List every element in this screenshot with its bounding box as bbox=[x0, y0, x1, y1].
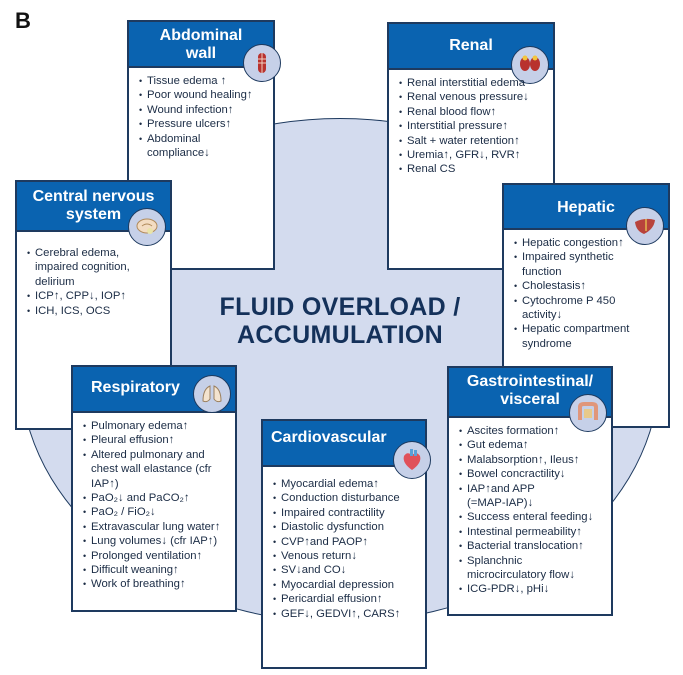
list-item: Gut edema↑ bbox=[459, 438, 605, 453]
box-header: Hepatic bbox=[504, 185, 668, 245]
item-list: Pulmonary edema↑ Pleural effusion↑ Alter… bbox=[73, 413, 235, 598]
list-item: Cholestasis↑ bbox=[514, 279, 662, 294]
box-gastrointestinal: Gastrointestinal/ visceral Ascites forma… bbox=[447, 366, 613, 616]
list-item: Tissue edema ↑ bbox=[139, 74, 267, 89]
list-item: CVP↑and PAOP↑ bbox=[273, 535, 419, 550]
list-item: Myocardial depression bbox=[273, 578, 419, 593]
item-list: Hepatic congestion↑ Impaired synthetic f… bbox=[504, 230, 668, 357]
panel-label: B bbox=[15, 8, 31, 33]
box-header: Respiratory bbox=[73, 367, 235, 413]
item-list: Myocardial edema↑ Conduction disturbance… bbox=[263, 467, 425, 627]
list-item: Uremia↑, GFR↓, RVR↑ bbox=[399, 148, 547, 163]
box-header: Abdominal wall bbox=[129, 22, 281, 82]
item-list: Ascites formation↑ Gut edema↑ Malabsorpt… bbox=[449, 418, 611, 603]
list-item: Venous return↓ bbox=[273, 549, 419, 564]
box-header: Renal bbox=[389, 24, 553, 84]
center-title-line1: FLUID OVERLOAD / bbox=[219, 293, 461, 321]
list-item: Pleural effusion↑ bbox=[83, 433, 229, 448]
lungs-icon bbox=[193, 375, 231, 413]
box-title: Gastrointestinal/ bbox=[466, 373, 594, 390]
box-header: Central nervous system bbox=[17, 182, 170, 246]
box-title: Renal bbox=[449, 37, 493, 54]
list-item: ICP↑, CPP↓, IOP↑ bbox=[27, 289, 164, 304]
center-title: FLUID OVERLOAD / ACCUMULATION bbox=[190, 293, 490, 349]
list-item: Bowel concractility↓ bbox=[459, 467, 605, 482]
list-item: Hepatic congestion↑ bbox=[514, 236, 662, 251]
list-item: Renal blood flow↑ bbox=[399, 105, 547, 120]
list-item: Renal CS bbox=[399, 162, 547, 177]
list-item: Diastolic dysfunction bbox=[273, 520, 419, 535]
list-item: Wound infection↑ bbox=[139, 103, 267, 118]
list-item: PaO₂ / FiO₂↓ bbox=[83, 505, 229, 520]
list-item: Abdominal compliance↓ bbox=[139, 132, 232, 161]
list-item: IAP↑and APP (=MAP-IAP)↓ bbox=[459, 482, 567, 511]
box-title-2: visceral bbox=[500, 391, 560, 408]
box-header: Gastrointestinal/ visceral bbox=[449, 368, 611, 432]
box-title: Hepatic bbox=[557, 199, 615, 216]
list-item: Ascites formation↑ bbox=[459, 424, 605, 439]
list-item: Pericardial effusion↑ bbox=[273, 592, 419, 607]
list-item: Conduction disturbance bbox=[273, 491, 419, 506]
list-item: Altered pulmonary and chest wall elastan… bbox=[83, 448, 221, 491]
box-respiratory: Respiratory Pulmonary edema↑ Pleural eff… bbox=[71, 365, 237, 612]
list-item: SV↓and CO↓ bbox=[273, 563, 419, 578]
box-title-2: wall bbox=[185, 45, 217, 62]
list-item: Interstitial pressure↑ bbox=[399, 119, 547, 134]
list-item: ICG-PDR↓, pHi↓ bbox=[459, 582, 605, 597]
box-title: Respiratory bbox=[91, 379, 180, 396]
list-item: Work of breathing↑ bbox=[83, 577, 229, 592]
box-header: Cardiovascular bbox=[263, 421, 431, 479]
list-item: Extravascular lung water↑ bbox=[83, 520, 229, 535]
box-title-2: system bbox=[65, 206, 122, 223]
list-item: Cerebral edema, impaired cognition, deli… bbox=[27, 246, 145, 289]
list-item: Intestinal permeability↑ bbox=[459, 525, 605, 540]
list-item: ICH, ICS, OCS bbox=[27, 304, 164, 319]
list-item: Salt + water retention↑ bbox=[399, 134, 547, 149]
list-item: Pulmonary edema↑ bbox=[83, 419, 229, 434]
list-item: Impaired synthetic function bbox=[514, 250, 632, 279]
list-item: Renal venous pressure↓ bbox=[399, 90, 547, 105]
list-item: Lung volumes↓ (cfr IAP↑) bbox=[83, 534, 229, 549]
list-item: Malabsorption↑, Ileus↑ bbox=[459, 453, 605, 468]
list-item: Splanchnic microcirculatory flow↓ bbox=[459, 554, 592, 583]
box-cardiovascular: Cardiovascular Myocardial edema↑ Conduct… bbox=[261, 419, 431, 669]
center-title-line2: ACCUMULATION bbox=[237, 321, 443, 349]
list-item: Cytochrome P 450 activity↓ bbox=[514, 294, 637, 323]
item-list: Cerebral edema, impaired cognition, deli… bbox=[17, 232, 170, 324]
list-item: Success enteral feeding↓ bbox=[459, 510, 605, 525]
item-list: Renal interstitial edema Renal venous pr… bbox=[389, 70, 553, 183]
list-item: Impaired contractility bbox=[273, 506, 419, 521]
list-item: Prolonged ventilation↑ bbox=[83, 549, 229, 564]
list-item: Myocardial edema↑ bbox=[273, 477, 419, 492]
list-item: Renal interstitial edema bbox=[399, 76, 547, 91]
list-item: Hepatic compartment syndrome bbox=[514, 322, 647, 351]
box-title: Cardiovascular bbox=[271, 429, 387, 446]
list-item: Bacterial translocation↑ bbox=[459, 539, 605, 554]
heart-icon bbox=[393, 441, 431, 479]
item-list: Tissue edema ↑ Poor wound healing↑ Wound… bbox=[129, 68, 273, 166]
list-item: GEF↓, GEDVI↑, CARS↑ bbox=[273, 607, 419, 622]
list-item: Difficult weaning↑ bbox=[83, 563, 229, 578]
list-item: Pressure ulcers↑ bbox=[139, 117, 267, 132]
list-item: Poor wound healing↑ bbox=[139, 88, 267, 103]
box-title: Central nervous bbox=[32, 188, 155, 205]
brain-icon bbox=[128, 208, 166, 246]
list-item: PaO₂↓ and PaCO₂↑ bbox=[83, 491, 229, 506]
box-title: Abdominal bbox=[159, 27, 243, 44]
